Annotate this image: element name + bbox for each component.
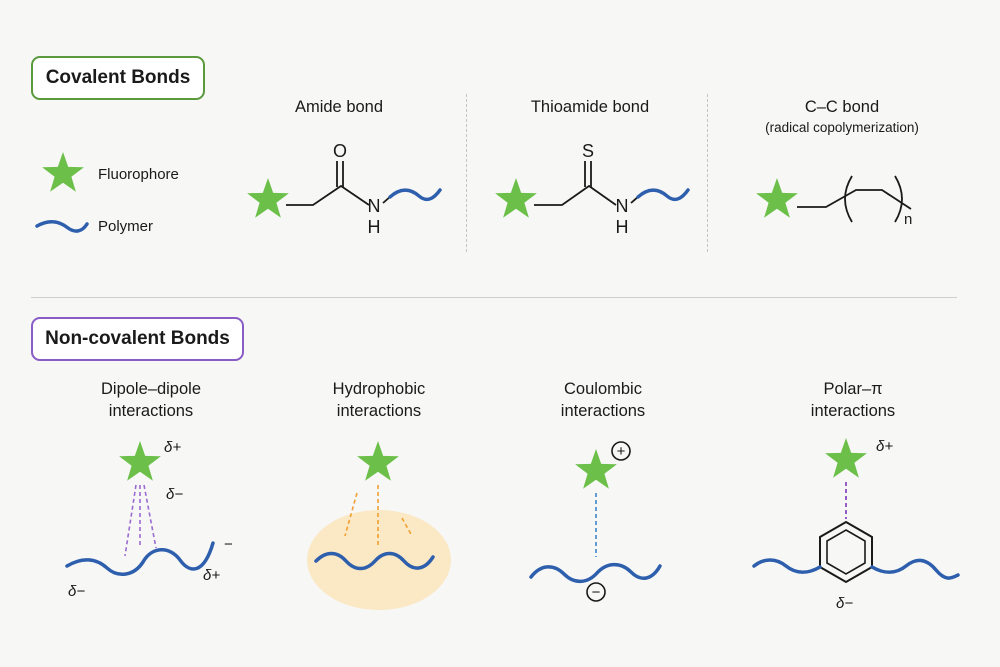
covalent-bonds-title: Covalent Bonds	[31, 56, 205, 100]
cc-star-icon	[756, 178, 798, 218]
legend-fluorophore-label: Fluorophore	[98, 166, 179, 183]
cc-left-bracket	[844, 175, 853, 223]
polar-pi-heading-line1: Polar–π	[823, 380, 883, 398]
hydrophobic-polymer-chain	[314, 551, 435, 571]
dipole-chain-left-label: δ−	[68, 583, 85, 600]
section-divider	[31, 297, 957, 298]
hydrophobic-interaction-lines	[344, 485, 413, 545]
polar-pi-heading: Polar–π interactions	[758, 378, 948, 422]
dipole-interaction-lines	[124, 484, 157, 557]
polar-pi-polymer-right	[870, 558, 960, 580]
polar-pi-structure: δ+ δ−	[752, 438, 960, 612]
coulombic-heading-line1: Coulombic	[564, 380, 642, 398]
thioamide-bond-heading: Thioamide bond	[530, 98, 650, 116]
bond-divider-2	[707, 94, 708, 252]
thioamide-nitrogen-label: N	[616, 196, 629, 216]
amide-backbone	[286, 184, 370, 206]
thioamide-hydrogen-label: H	[616, 217, 629, 237]
coulombic-negative-charge-icon	[586, 582, 606, 602]
coulombic-heading-line2: interactions	[560, 402, 646, 420]
amide-hydrogen-label: H	[368, 217, 381, 237]
coulombic-star-icon	[575, 449, 617, 489]
dipole-heading-line1: Dipole–dipole	[101, 380, 201, 398]
coulombic-structure: + −	[529, 441, 662, 602]
dipole-chain-end-label: −	[224, 536, 233, 553]
benzene-ring-icon	[819, 520, 873, 584]
dipole-heading: Dipole–dipole interactions	[56, 378, 246, 422]
hydrophobic-star-icon	[357, 441, 399, 481]
dipole-star-top-label: δ+	[164, 439, 181, 456]
hydrophobic-heading: Hydrophobic interactions	[284, 378, 474, 422]
polar-pi-star-icon	[825, 438, 867, 478]
legend-star-icon	[42, 152, 84, 192]
dipole-star-icon	[119, 441, 161, 481]
legend-polymer-label: Polymer	[98, 218, 154, 235]
polar-pi-star-label: δ+	[876, 438, 893, 455]
polar-pi-polymer-left	[752, 558, 822, 574]
dipole-chain-right-label: δ+	[203, 567, 220, 584]
benzene-ring-inner	[826, 529, 866, 575]
hydrophobic-heading-line2: interactions	[336, 402, 422, 420]
thioamide-polymer-chain	[636, 188, 690, 202]
amide-star-icon	[247, 178, 289, 218]
cc-bond-structure: n	[756, 175, 912, 228]
hydrophobic-heading-line1: Hydrophobic	[332, 380, 426, 398]
dipole-heading-line2: interactions	[108, 402, 194, 420]
coulombic-polymer-charge: −	[592, 584, 601, 601]
amide-bond-structure: O N H	[247, 141, 442, 237]
amide-bond-heading: Amide bond	[294, 98, 384, 116]
noncovalent-bonds-title: Non-covalent Bonds	[31, 317, 244, 361]
legend-polymer-icon	[35, 220, 89, 233]
hydrophobic-structure	[307, 441, 451, 610]
coulombic-positive-charge-icon	[611, 441, 631, 461]
cc-bond-subtitle: (radical copolymerization)	[765, 120, 919, 135]
amide-nitrogen-label: N	[368, 196, 381, 216]
thioamide-sulfur-label: S	[582, 141, 594, 161]
coulombic-heading: Coulombic interactions	[508, 378, 698, 422]
cc-backbone	[797, 189, 912, 210]
dipole-structure: δ+ δ− δ− δ+ −	[65, 439, 233, 600]
thioamide-bond-structure: S N H	[495, 141, 690, 237]
coulombic-star-charge: +	[617, 443, 626, 460]
bond-divider-1	[466, 94, 467, 252]
amide-polymer-chain	[388, 188, 442, 202]
dipole-star-bottom-label: δ−	[166, 486, 183, 503]
hydrophobic-region	[307, 510, 451, 610]
thioamide-backbone	[534, 184, 617, 206]
polar-pi-heading-line2: interactions	[810, 402, 896, 420]
cc-right-bracket	[894, 175, 903, 223]
thioamide-star-icon	[495, 178, 537, 218]
cc-bond-title: C–C bond	[804, 98, 880, 116]
amide-oxygen-label: O	[333, 141, 347, 161]
cc-repeat-subscript: n	[904, 211, 912, 228]
cc-bond-heading: C–C bond (radical copolymerization)	[722, 96, 962, 138]
coulombic-polymer-chain	[529, 562, 662, 584]
polar-pi-ring-label: δ−	[836, 595, 853, 612]
dipole-polymer-chain	[65, 541, 215, 576]
